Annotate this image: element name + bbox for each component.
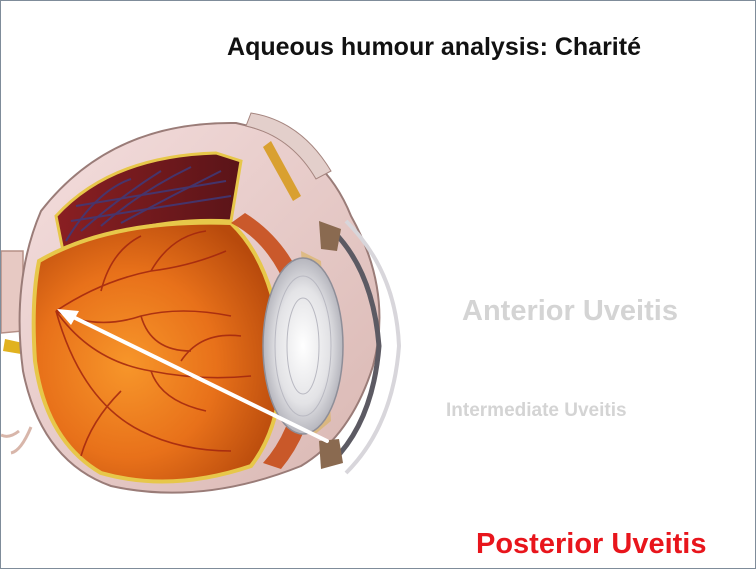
label-posterior-uveitis: Posterior Uveitis [476,528,706,561]
slide-title: Aqueous humour analysis: Charité [1,33,756,62]
eye-cross-section-icon [1,101,421,511]
label-anterior-uveitis: Anterior Uveitis [462,295,678,328]
label-intermediate-uveitis: Intermediate Uveitis [446,400,627,422]
